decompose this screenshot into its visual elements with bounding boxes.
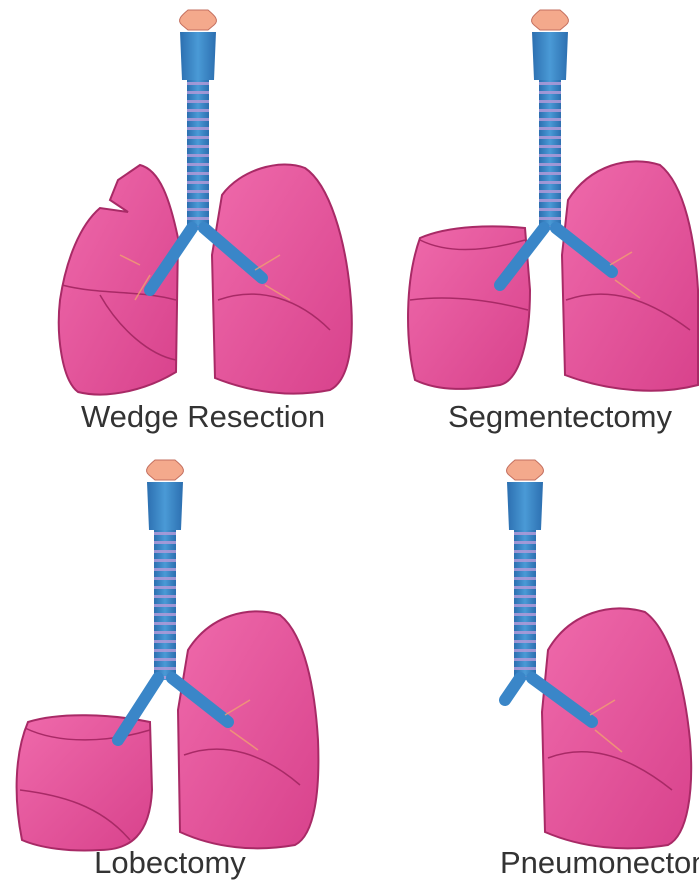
caption-segmentectomy: Segmentectomy — [425, 399, 695, 435]
caption-pneumonectomy: Pneumonectomy — [500, 845, 699, 881]
lobectomy-illustration — [17, 460, 319, 851]
left-lung — [178, 611, 318, 848]
segmentectomy-illustration — [408, 10, 698, 391]
wedge-resection-illustration — [59, 10, 352, 395]
left-lung — [562, 161, 698, 390]
right-lung — [17, 715, 152, 850]
left-lung — [212, 164, 352, 393]
right-lung — [408, 226, 530, 389]
left-lung — [542, 608, 691, 848]
caption-wedge-resection: Wedge Resection — [58, 399, 348, 435]
pneumonectomy-illustration — [505, 460, 691, 848]
caption-lobectomy: Lobectomy — [60, 845, 280, 881]
